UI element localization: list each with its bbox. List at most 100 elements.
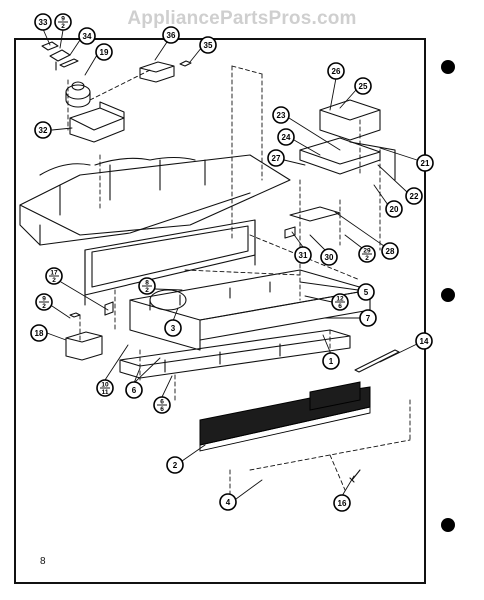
callout-number: 28 bbox=[386, 247, 395, 256]
callout-number: 32 bbox=[39, 126, 48, 135]
callout-number-top: 9 bbox=[42, 296, 46, 303]
callout-number: 16 bbox=[338, 499, 347, 508]
part-3-knob bbox=[149, 289, 187, 311]
callout-circle bbox=[34, 13, 52, 31]
callout-number: 24 bbox=[282, 133, 291, 142]
callout-circle bbox=[294, 246, 312, 264]
binder-hole-bottom bbox=[441, 518, 455, 532]
part-19-motor bbox=[65, 84, 91, 100]
assembly-guide-lines bbox=[67, 65, 411, 496]
callout-number-top: 17 bbox=[50, 270, 58, 277]
callout-circle bbox=[166, 456, 184, 474]
callout-circle bbox=[162, 26, 180, 44]
callout-c4: 4 bbox=[219, 493, 237, 511]
callout-circle bbox=[359, 309, 377, 327]
callout-number: 36 bbox=[167, 31, 176, 40]
callout-circle bbox=[199, 36, 217, 54]
callout-c22: 22 bbox=[405, 187, 423, 205]
callout-circle bbox=[381, 242, 399, 260]
callout-c3: 3 bbox=[164, 319, 182, 337]
callout-c28: 28 bbox=[381, 242, 399, 260]
callout-number: 3 bbox=[171, 324, 176, 333]
middle-bracket-assembly bbox=[129, 269, 371, 321]
callout-number: 7 bbox=[366, 314, 371, 323]
callout-circle bbox=[405, 187, 423, 205]
callout-c5: 5 bbox=[357, 283, 375, 301]
callout-number-bottom: 2 bbox=[365, 255, 369, 262]
callout-c2: 2 bbox=[166, 456, 184, 474]
callout-circle bbox=[219, 493, 237, 511]
callout-circle bbox=[327, 62, 345, 80]
callout-number-bottom: 11 bbox=[102, 389, 109, 396]
callout-c9b: 92 bbox=[35, 293, 53, 311]
callout-number-top: 9 bbox=[61, 16, 65, 23]
watermark: AppliancePartsPros.com bbox=[127, 8, 357, 29]
callout-circle bbox=[95, 43, 113, 61]
part-16-screw bbox=[349, 469, 361, 483]
callout-circle bbox=[164, 319, 182, 337]
callout-circle bbox=[272, 106, 290, 124]
callout-number: 27 bbox=[272, 154, 281, 163]
callout-number-top: 12 bbox=[336, 296, 344, 303]
binder-hole-middle bbox=[441, 288, 455, 302]
callout-c7: 7 bbox=[359, 309, 377, 327]
callout-circle bbox=[267, 149, 285, 167]
part-31-clip bbox=[289, 206, 341, 222]
callout-number: 1 bbox=[329, 357, 334, 366]
part-25-bracket bbox=[319, 99, 381, 121]
part-14-rod bbox=[354, 349, 400, 373]
callout-circle bbox=[354, 77, 372, 95]
callout-c18: 18 bbox=[30, 324, 48, 342]
binder-hole-top bbox=[441, 60, 455, 74]
callout-number-bottom: 6 bbox=[160, 406, 164, 413]
callout-number-top: 10 bbox=[101, 382, 109, 389]
callout-c14: 14 bbox=[415, 332, 433, 350]
part-18-switch bbox=[65, 331, 103, 361]
page-border bbox=[14, 38, 426, 584]
part-32-bracket bbox=[69, 107, 125, 131]
callout-circle bbox=[357, 283, 375, 301]
control-housing-top bbox=[19, 154, 291, 236]
callout-circle bbox=[415, 332, 433, 350]
callout-circle bbox=[34, 121, 52, 139]
callout-circle bbox=[125, 381, 143, 399]
callout-c35: 35 bbox=[199, 36, 217, 54]
part-33-clip bbox=[41, 41, 59, 51]
callout-c8a: 82 bbox=[138, 277, 156, 295]
callout-number: 19 bbox=[100, 48, 109, 57]
callout-c16: 16 bbox=[333, 494, 351, 512]
callout-c12: 126 bbox=[331, 293, 349, 311]
callout-circle bbox=[416, 154, 434, 172]
callout-c33: 33 bbox=[34, 13, 52, 31]
control-frame bbox=[84, 219, 256, 296]
callout-number-bottom: 2 bbox=[145, 287, 149, 294]
callout-number-bottom: 2 bbox=[61, 23, 65, 30]
page-number: 8 bbox=[40, 556, 46, 567]
callout-number-bottom: 2 bbox=[52, 277, 56, 284]
part-23-plate bbox=[299, 137, 381, 165]
callout-c30: 30 bbox=[320, 248, 338, 266]
callout-number-top: 8 bbox=[145, 280, 149, 287]
callout-number-bottom: 2 bbox=[42, 303, 46, 310]
callout-c6a: 6 bbox=[125, 381, 143, 399]
callout-c24: 24 bbox=[277, 128, 295, 146]
callout-c32: 32 bbox=[34, 121, 52, 139]
callout-c20a: 20 bbox=[385, 200, 403, 218]
callout-number: 21 bbox=[421, 159, 430, 168]
callout-c9a: 92 bbox=[54, 13, 72, 31]
callout-circle bbox=[333, 494, 351, 512]
callout-number: 22 bbox=[410, 192, 419, 201]
callout-number: 30 bbox=[325, 253, 334, 262]
callout-number-top: 29 bbox=[363, 248, 371, 255]
callout-c34: 34 bbox=[78, 27, 96, 45]
callout-c36: 36 bbox=[162, 26, 180, 44]
callout-c17: 172 bbox=[45, 267, 63, 285]
callout-number: 18 bbox=[35, 329, 44, 338]
lower-bracket bbox=[119, 329, 351, 367]
callout-c1: 1 bbox=[322, 352, 340, 370]
callout-c21: 21 bbox=[416, 154, 434, 172]
callout-number: 6 bbox=[132, 386, 137, 395]
